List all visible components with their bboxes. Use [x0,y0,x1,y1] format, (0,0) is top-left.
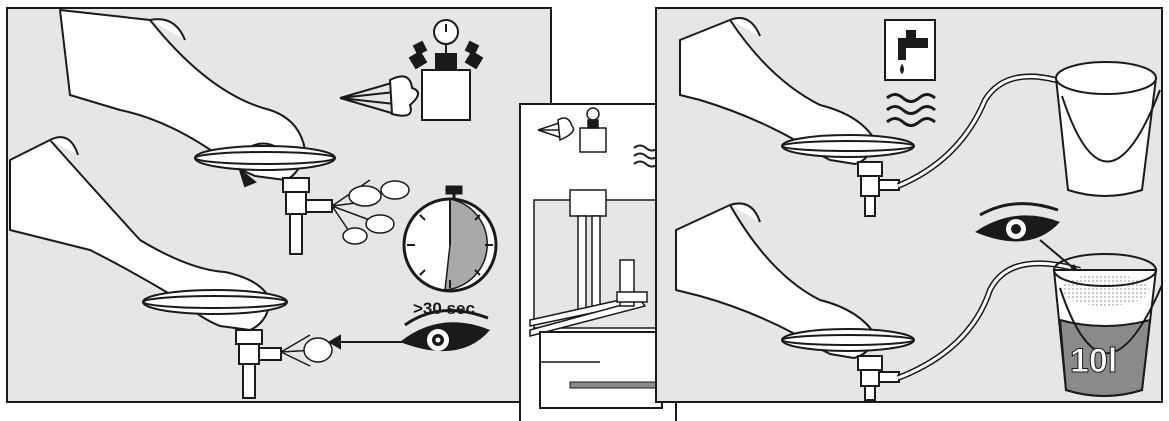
rotation-ring [143,290,287,314]
center-inset [520,104,676,421]
bucket-volume-label: 10l [1070,342,1117,380]
right-panel: 10l [656,8,1162,402]
water-tap-icon [885,20,935,80]
rotation-ring [782,329,914,351]
left-panel: >30 sec [7,8,551,402]
bucket-icon [1056,62,1160,196]
rotation-ring [782,135,914,157]
